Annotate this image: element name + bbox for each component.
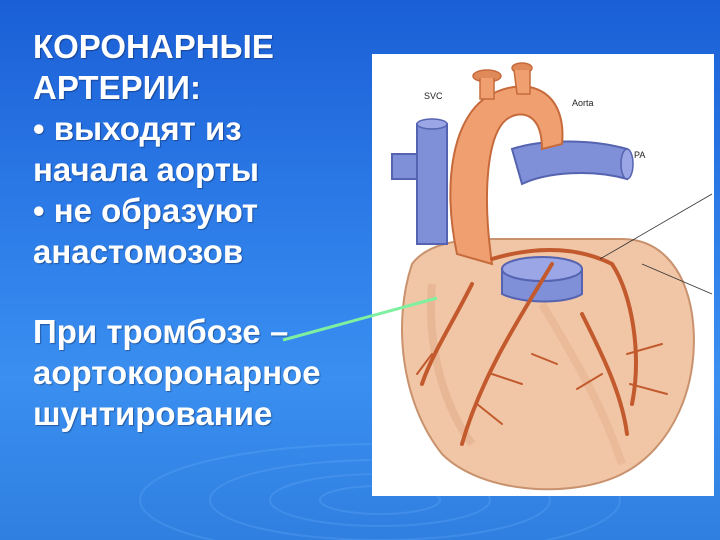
- svc-vessel: [416, 123, 448, 245]
- title-line-1: КОРОНАРНЫЕ: [33, 28, 274, 65]
- note-line-3: шунтирование: [33, 395, 273, 432]
- pa-label: PA: [634, 150, 645, 160]
- aorta-label: Aorta: [572, 98, 594, 108]
- svc-label: SVC: [424, 91, 443, 101]
- spacer: [33, 272, 393, 311]
- main-text: КОРОНАРНЫЕ АРТЕРИИ: • выходят из начала …: [33, 26, 393, 434]
- note-line-2: аортокоронарное: [33, 354, 321, 391]
- leader-line-1: [599, 193, 713, 260]
- note-line-1: При тромбозе –: [33, 313, 289, 350]
- heart-body: [401, 238, 695, 491]
- bullet-line-1: • выходят из: [33, 110, 242, 147]
- bullet-line-3: • не образуют: [33, 192, 259, 229]
- heart-illustration: SVC Aorta PA: [372, 54, 714, 496]
- title-line-2: АРТЕРИИ:: [33, 69, 202, 106]
- leader-line-2: [641, 263, 713, 295]
- bullet-line-2: начала аорты: [33, 151, 260, 188]
- bullet-line-4: анастомозов: [33, 233, 244, 270]
- pulmonary-artery: [510, 140, 628, 186]
- heart-drawing: SVC Aorta PA: [391, 62, 713, 491]
- coronary-arteries: [420, 247, 638, 446]
- aorta: [449, 85, 564, 266]
